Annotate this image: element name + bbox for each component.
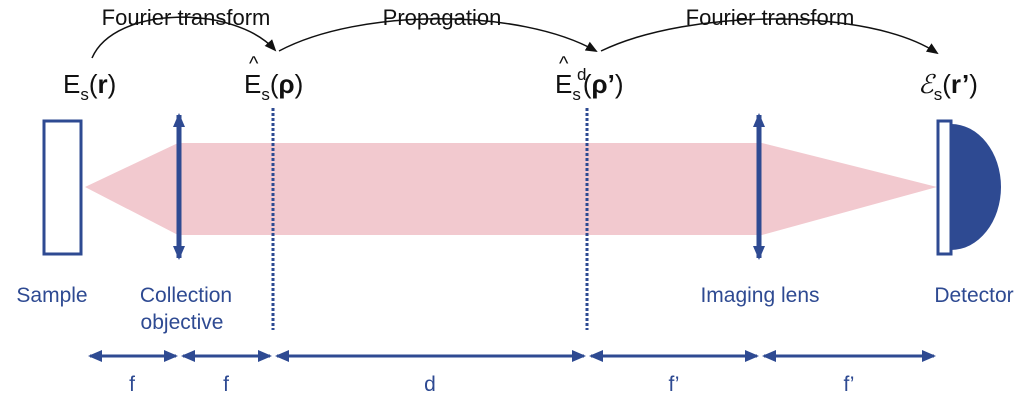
svg-text:d: d (577, 65, 586, 84)
distance-label-d: d (424, 373, 436, 396)
fourier-transform-arc-right (600, 18, 939, 55)
fourier-transform-arc-left (91, 16, 277, 59)
collection-objective-label-line2: objective (141, 311, 224, 334)
svg-text:Es(ρ): Es(ρ) (244, 69, 303, 104)
detected-pupil-field-label: ^ d Es(ρ’) (555, 53, 624, 104)
sample-field-label: Es(r) (63, 69, 116, 104)
svg-text:Es(ρ’): Es(ρ’) (555, 69, 624, 104)
light-beam (85, 143, 937, 235)
detector-label: Detector (934, 284, 1013, 307)
collection-objective-label-line1: Collection (140, 284, 232, 307)
distance-label-f-prime-1: f’ (669, 373, 680, 396)
propagation-arc (278, 18, 598, 52)
svg-text:Es(r): Es(r) (63, 69, 116, 104)
image-field-label: ℰs(r’) (918, 69, 978, 104)
detector-icon (936, 119, 1001, 256)
sample-rectangle-icon (42, 119, 83, 256)
propagation-label: Propagation (383, 5, 502, 30)
sample-label: Sample (16, 284, 87, 307)
imaging-lens-label: Imaging lens (700, 284, 819, 307)
fourier-transform-label-left: Fourier transform (102, 5, 271, 30)
distance-label-f-prime-2: f’ (844, 373, 855, 396)
svg-text:^: ^ (559, 53, 569, 75)
svg-text:^: ^ (249, 53, 259, 75)
svg-text:ℰs(r’): ℰs(r’) (918, 69, 978, 104)
fourier-transform-label-right: Fourier transform (686, 5, 855, 30)
distance-label-f-2: f (223, 373, 229, 396)
pupil-field-label: ^ Es(ρ) (244, 53, 303, 104)
distance-label-f-1: f (129, 373, 135, 396)
